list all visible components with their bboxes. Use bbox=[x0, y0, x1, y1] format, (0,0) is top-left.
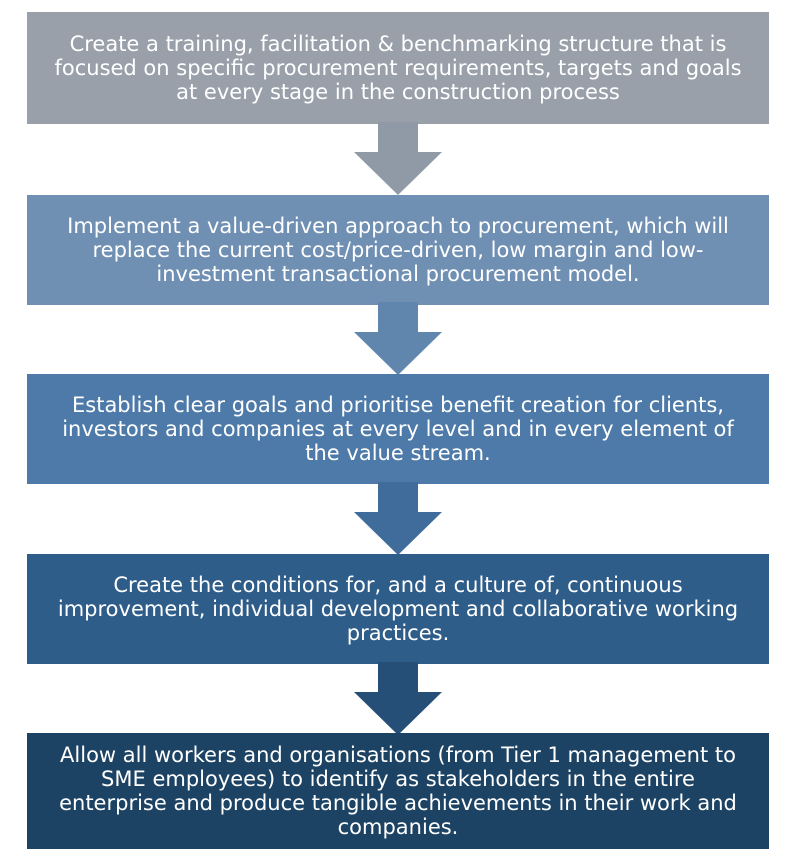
step-box-2: Implement a value-driven approach to pro… bbox=[27, 195, 769, 305]
down-arrow-icon-4 bbox=[354, 662, 442, 735]
down-arrow-icon-2 bbox=[354, 302, 442, 375]
down-arrow-icon-1 bbox=[354, 122, 442, 195]
step-text-2: Implement a value-driven approach to pro… bbox=[67, 214, 729, 286]
step-text-1: Create a training, facilitation & benchm… bbox=[54, 32, 742, 104]
step-box-4: Create the conditions for, and a culture… bbox=[27, 554, 769, 664]
step-box-1: Create a training, facilitation & benchm… bbox=[27, 12, 769, 124]
down-arrow-icon-3 bbox=[354, 482, 442, 555]
step-box-3: Establish clear goals and prioritise ben… bbox=[27, 374, 769, 484]
step-text-5: Allow all workers and organisations (fro… bbox=[59, 743, 737, 839]
step-text-3: Establish clear goals and prioritise ben… bbox=[62, 393, 734, 465]
step-text-4: Create the conditions for, and a culture… bbox=[57, 573, 739, 645]
step-box-5: Allow all workers and organisations (fro… bbox=[27, 733, 769, 849]
